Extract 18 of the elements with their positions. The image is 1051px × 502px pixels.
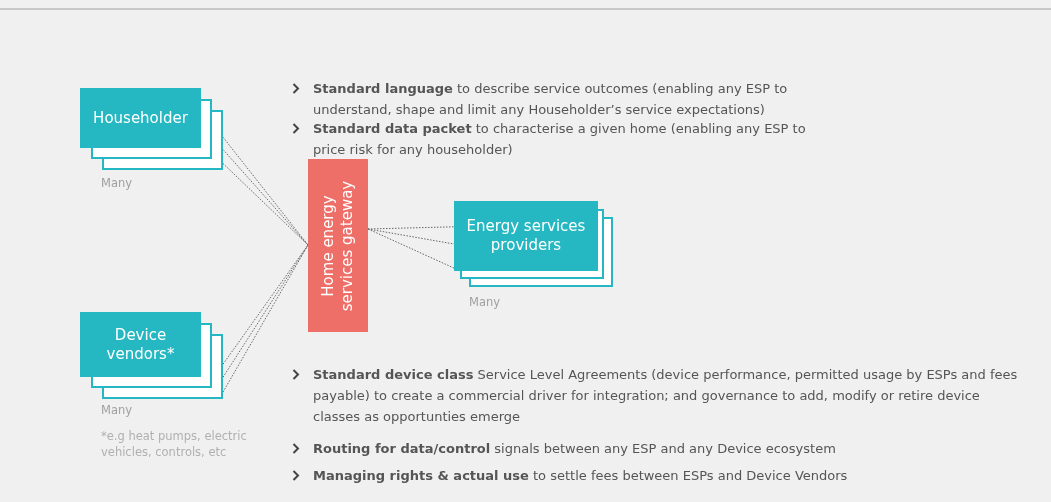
bullet-text: Routing for data/control signals between any ESP and any Device ecosystem: [313, 441, 836, 456]
connector-line: [367, 228, 455, 269]
count-label: Many: [469, 295, 501, 309]
bullet-text: Standard data packet to characterise a given home (enabling any ESP to price risk for any householder): [313, 121, 806, 157]
actor-card: Householder: [80, 88, 201, 148]
bullet-text: Standard device class Service Level Agreements (device performance, permitted usage by ESPs and fees payable) to create a commercial driver for integration; and governance to add, modify or retire device classes as opportunties emerge: [313, 367, 1018, 424]
actor-card: Device vendors*: [80, 312, 201, 377]
card-stack: [454, 201, 613, 287]
actor-card: Energy services providers: [454, 201, 598, 271]
bullet-text: Standard language to describe service outcomes (enabling any ESP to understand, shape and limit any Householder’s service expectations): [313, 81, 788, 117]
footnote-text: *e.g heat pumps, electric vehicles, controls, etc: [101, 428, 248, 460]
bullet-text: Managing rights & actual use to settle fees between ESPs and Device Vendors: [313, 468, 848, 483]
card-stack: [80, 88, 223, 170]
count-label: Many: [101, 176, 133, 190]
count-label: Many: [101, 403, 133, 417]
connector-line: [367, 228, 455, 245]
card-stack: [80, 312, 223, 399]
gateway-box: Home energy services gateway: [308, 159, 368, 332]
